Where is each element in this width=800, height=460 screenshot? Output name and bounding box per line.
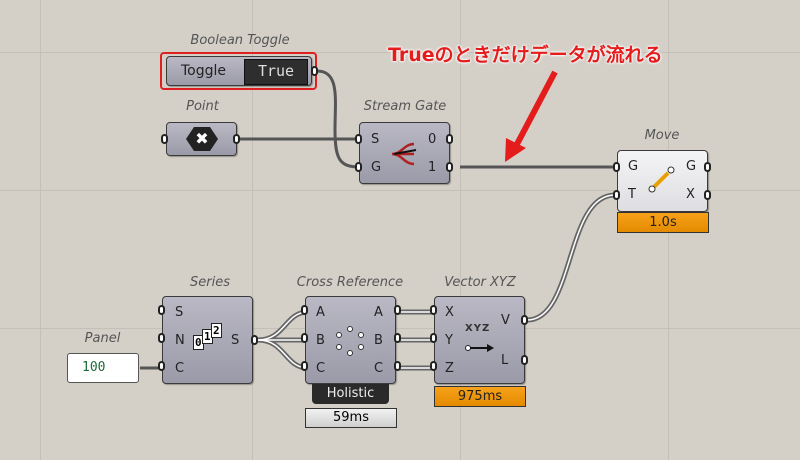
output-grip[interactable] (704, 162, 711, 172)
output-grip[interactable] (394, 333, 401, 343)
vector-icon-label: XYZ (465, 323, 491, 334)
node-title: Boolean Toggle (190, 33, 290, 48)
output-g: G (686, 159, 697, 174)
output-b: B (374, 333, 383, 348)
output-grip[interactable] (521, 315, 528, 325)
toggle-value-button[interactable]: True (244, 59, 308, 85)
input-grip[interactable] (158, 333, 165, 343)
output-v: V (501, 313, 510, 328)
node-title: Series (190, 275, 230, 290)
profiler-time: 1.0s (617, 212, 709, 233)
grid-line (0, 52, 800, 53)
output-grip[interactable] (704, 190, 711, 200)
stream-gate-icon (391, 142, 417, 166)
input-grip[interactable] (161, 134, 168, 144)
profiler-time: 59ms (305, 408, 397, 428)
grid-line (0, 328, 800, 329)
output-grip[interactable] (233, 134, 240, 144)
input-g: G (371, 160, 382, 175)
stream-gate-node[interactable]: S G 0 1 (359, 122, 450, 184)
input-t: T (628, 187, 636, 202)
move-node[interactable]: G T G X (617, 150, 708, 212)
grid-line (252, 0, 253, 460)
panel-node[interactable]: 100 (67, 353, 139, 383)
input-n: N (175, 333, 185, 348)
node-title: Move (644, 128, 680, 143)
move-icon (648, 166, 675, 193)
grid-line (40, 0, 41, 460)
input-grip[interactable] (355, 134, 362, 144)
input-y: Y (445, 333, 453, 348)
input-c: C (316, 361, 326, 376)
input-z: Z (445, 361, 454, 376)
profiler-time: 975ms (434, 386, 526, 407)
wire-toggle-gate (316, 69, 361, 169)
vector-arrow-icon (465, 344, 494, 352)
toggle-label: Toggle (181, 63, 227, 79)
input-grip[interactable] (301, 333, 308, 343)
input-grip[interactable] (430, 305, 437, 315)
mode-badge: Holistic (312, 384, 389, 404)
output-l: L (501, 353, 509, 368)
node-title: Stream Gate (363, 99, 447, 114)
output-1: 1 (428, 160, 437, 175)
input-x: X (445, 305, 454, 320)
input-s: S (371, 132, 380, 147)
input-grip[interactable] (158, 305, 165, 315)
input-c: C (175, 361, 185, 376)
input-grip[interactable] (430, 333, 437, 343)
grid-line (460, 0, 461, 460)
input-s: S (175, 305, 184, 320)
output-grip[interactable] (521, 355, 528, 365)
output-grip[interactable] (311, 66, 318, 76)
boolean-toggle-node[interactable]: Toggle True (166, 56, 312, 86)
cross-reference-node[interactable]: A B C A B C (305, 296, 396, 384)
node-title: Vector XYZ (444, 275, 516, 290)
input-grip[interactable] (430, 361, 437, 371)
output-s: S (231, 333, 240, 348)
output-grip[interactable] (394, 361, 401, 371)
annotation-arrow (512, 70, 558, 150)
cross-reference-icon (336, 326, 364, 356)
output-grip[interactable] (251, 335, 258, 345)
output-grip[interactable] (446, 162, 453, 172)
output-grip[interactable] (446, 134, 453, 144)
input-grip[interactable] (355, 162, 362, 172)
vector-xyz-node[interactable]: X Y Z V L XYZ (434, 296, 525, 384)
input-grip[interactable] (613, 162, 620, 172)
point-node[interactable]: ✖ (166, 122, 237, 156)
input-grip[interactable] (301, 305, 308, 315)
output-grip[interactable] (394, 305, 401, 315)
node-title: Cross Reference (296, 275, 404, 290)
input-a: A (316, 305, 325, 320)
input-b: B (316, 333, 325, 348)
point-icon: ✖ (186, 127, 218, 151)
annotation-text: Trueのときだけデータが流れる (388, 44, 663, 66)
output-x: X (686, 187, 695, 202)
grid-line (0, 190, 800, 191)
input-grip[interactable] (158, 361, 165, 371)
node-title: Panel (84, 331, 121, 346)
input-grip[interactable] (613, 190, 620, 200)
output-c: C (374, 361, 384, 376)
input-g: G (628, 159, 639, 174)
output-a: A (374, 305, 383, 320)
output-0: 0 (428, 132, 437, 147)
input-grip[interactable] (301, 361, 308, 371)
node-title: Point (186, 99, 219, 114)
